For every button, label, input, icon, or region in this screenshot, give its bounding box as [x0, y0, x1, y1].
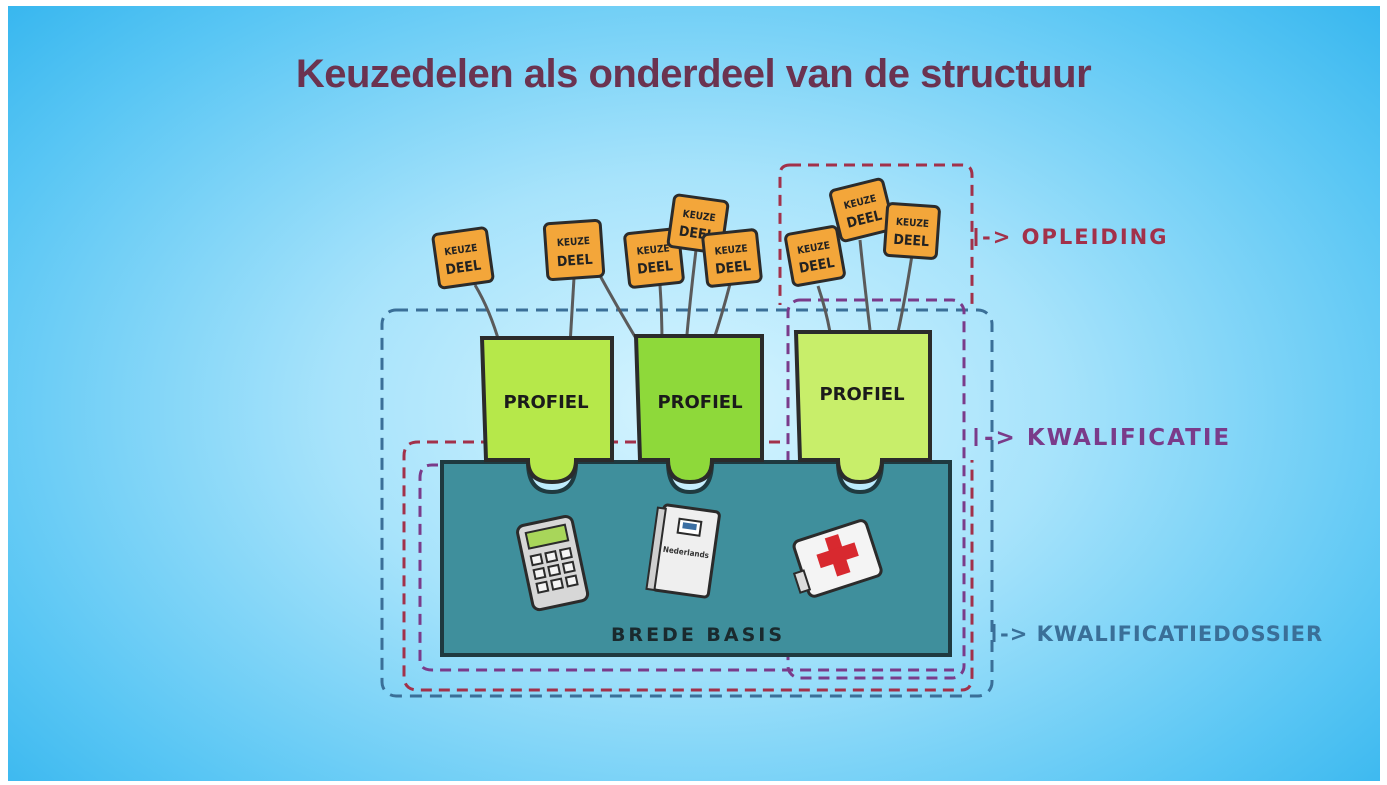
keuzedeel-tag-line1: KEUZE — [444, 243, 478, 259]
keuzedeel-tag-line1: KEUZE — [557, 236, 591, 249]
keuzedeel-tag: KEUZE DEEL — [542, 218, 606, 282]
profiel-2-label: PROFIEL — [657, 392, 742, 413]
keuzedeel-tag: KEUZE DEEL — [829, 177, 895, 243]
keuzedeel-tag-line1: KEUZE — [714, 243, 748, 257]
keuzedeel-tag-line1: KEUZE — [682, 209, 716, 225]
opleiding-label: -> OPLEIDING — [982, 225, 1168, 249]
book-icon: Nederlands — [645, 503, 721, 599]
kwalificatiedossier-boundary — [380, 308, 994, 698]
profiel-3: PROFIEL — [793, 330, 932, 485]
kwalificatiedossier-label: -> KWALIFICATIEDOSSIER — [1000, 622, 1323, 646]
keuzedeel-tag-line1: KEUZE — [636, 243, 670, 257]
profiel-3-label: PROFIEL — [819, 384, 904, 405]
keuzedeel-tag: KEUZE DEEL — [701, 228, 763, 288]
label-kwalificatiedossier: -> KWALIFICATIEDOSSIER — [992, 622, 1323, 646]
label-opleiding: -> OPLEIDING — [974, 225, 1168, 249]
opleiding-boundary-left — [778, 163, 791, 305]
profiel-1-label: PROFIEL — [503, 392, 588, 413]
label-kwalificatie: -> KWALIFICATIE — [974, 425, 1231, 451]
keuzedeel-tag-line2: DEEL — [714, 258, 751, 278]
keuzedeel-tag-line2: DEEL — [556, 252, 593, 270]
keuzedeel-tag-line1: KEUZE — [896, 217, 930, 230]
opleiding-boundary-lower — [402, 440, 974, 692]
keuzedeel-tag-line2: DEEL — [445, 257, 483, 278]
kwalificatie-boundary-lower — [418, 463, 954, 672]
brede-basis-label: BREDE BASIS — [611, 624, 785, 646]
slide-title: Keuzedelen als onderdeel van de structuu… — [295, 52, 1092, 96]
keuzedeel-strings — [473, 239, 914, 346]
calculator-icon — [516, 514, 590, 612]
keuzedeel-tag-line2: DEEL — [893, 232, 930, 250]
kwalificatie-label: -> KWALIFICATIE — [984, 425, 1231, 451]
keuzedeel-tag: KEUZE DEEL — [883, 202, 941, 260]
keuzedeel-tag-line2: DEEL — [798, 255, 836, 277]
profiel-1: PROFIEL — [479, 336, 614, 485]
keuzedeel-tag: KEUZE DEEL — [784, 225, 846, 287]
keuzedeel-tag: KEUZE DEEL — [431, 226, 495, 290]
keuzedeel-tag-line2: DEEL — [636, 258, 673, 278]
profiel-2: PROFIEL — [633, 334, 764, 485]
first-aid-kit-icon — [792, 519, 883, 598]
opleiding-boundary — [790, 163, 974, 305]
